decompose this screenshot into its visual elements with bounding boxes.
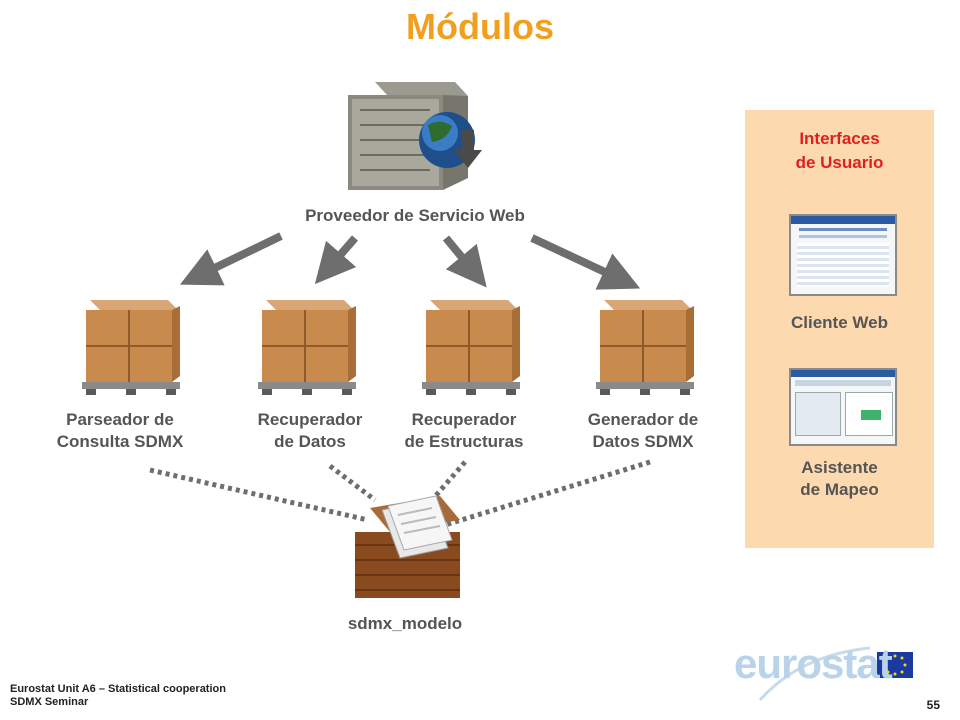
mapping-assistant-screenshot xyxy=(789,368,897,446)
web-service-provider-label: Proveedor de Servicio Web xyxy=(305,206,525,225)
module-label-structure-retriever: Recuperador de Estructuras xyxy=(384,409,544,453)
web-client-label: Cliente Web xyxy=(791,313,888,332)
module-label-generator: Generador de Datos SDMX xyxy=(563,409,723,453)
web-client-screenshot xyxy=(789,214,897,296)
module-label-line: Recuperador xyxy=(257,410,363,429)
eu-flag-icon xyxy=(877,652,913,678)
module-label-line: Consulta SDMX xyxy=(56,432,184,451)
arrow-to-generator xyxy=(530,234,641,290)
module-label-line: Generador de xyxy=(587,410,699,429)
slide-title: Módulos xyxy=(406,6,554,47)
module-label-line: de Estructuras xyxy=(404,432,524,451)
module-label-line: de Datos xyxy=(274,432,346,451)
globe-download-icon xyxy=(419,112,482,168)
module-box-icon xyxy=(82,300,180,395)
mapping-assistant-label-line: de Mapeo xyxy=(800,480,879,499)
file-box-icon xyxy=(355,495,460,598)
logo-swoosh xyxy=(758,646,871,701)
arrow-to-data-retriever xyxy=(314,235,359,285)
sdmx-model-label: sdmx_modelo xyxy=(347,614,463,633)
panel-title-line: Interfaces xyxy=(799,129,880,148)
footer: Eurostat Unit A6 – Statistical cooperati… xyxy=(10,683,226,709)
arrow-to-structure-retriever xyxy=(442,235,487,288)
module-box-icon xyxy=(596,300,694,395)
mapping-assistant-label: Asistente de Mapeo xyxy=(745,457,934,501)
footer-unit: Eurostat Unit A6 – Statistical cooperati… xyxy=(10,683,226,695)
dotted-connector xyxy=(149,467,369,523)
page-number: 55 xyxy=(926,698,940,712)
user-interfaces-panel: Interfaces de Usuario Cliente Web Asiste… xyxy=(745,110,934,548)
dotted-connector xyxy=(328,464,377,502)
mapping-assistant-label-line: Asistente xyxy=(801,458,878,477)
module-label-data-retriever: Recuperador de Datos xyxy=(230,409,390,453)
panel-title-line: de Usuario xyxy=(795,153,884,172)
module-label-parser: Parseador de Consulta SDMX xyxy=(40,409,200,453)
dotted-connector xyxy=(430,460,467,502)
eurostat-logo: eurostat xyxy=(734,640,893,687)
footer-seminar: SDMX Seminar xyxy=(10,696,89,708)
arrow-to-parser xyxy=(179,232,283,286)
panel-title: Interfaces de Usuario xyxy=(745,127,934,175)
dotted-connector xyxy=(444,459,651,528)
module-label-line: Datos SDMX xyxy=(592,432,694,451)
module-label-line: Recuperador xyxy=(411,410,517,429)
module-label-line: Parseador de xyxy=(66,410,174,429)
module-box-icon xyxy=(258,300,356,395)
module-box-icon xyxy=(422,300,520,395)
